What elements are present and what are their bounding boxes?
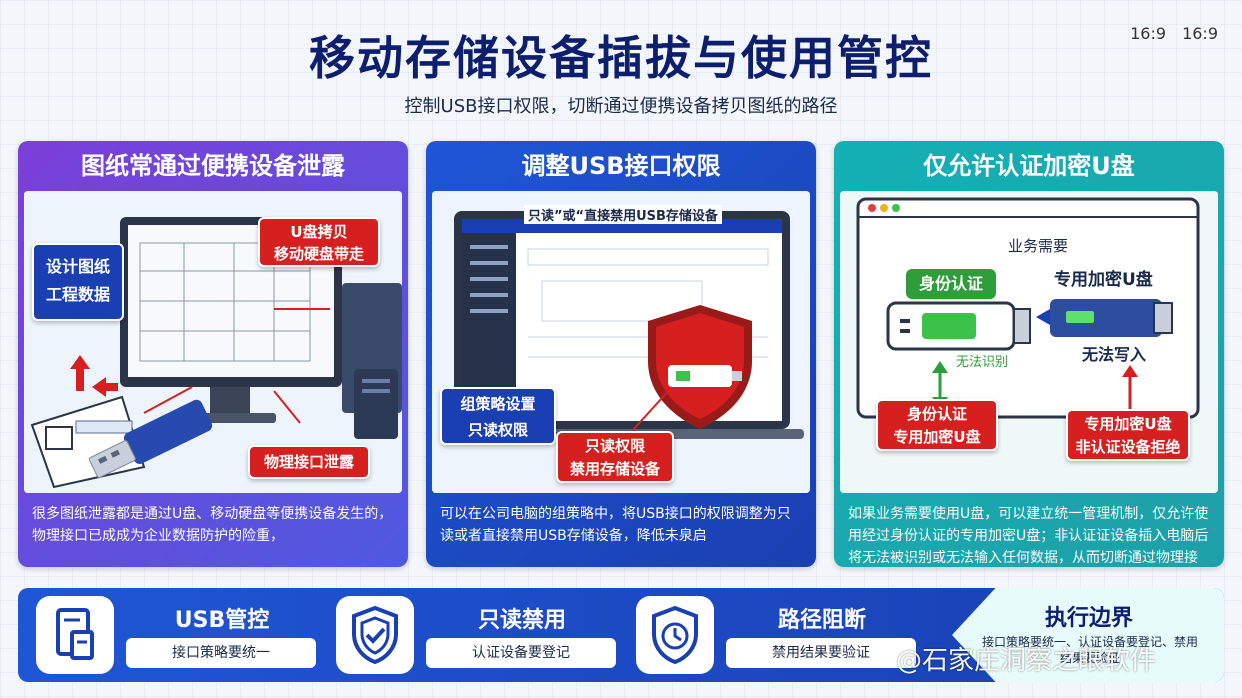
callout-line: 只读权限	[467, 421, 528, 439]
callout-line: 组策略设置	[460, 395, 536, 413]
policy-illustration: 只读”或“直接禁用USB存储设备 组策略设置 只读权限 只读权限 禁用存储设备	[432, 191, 810, 493]
shield-check-icon	[336, 596, 414, 674]
callout-line: 工程数据	[45, 285, 110, 304]
summary-path-block: 路径阻断 禁用结果要验证	[636, 596, 918, 674]
summary-sub: 禁用结果要验证	[726, 638, 916, 668]
callout-usb-copy: U盘拷贝 移动硬盘带走	[258, 217, 380, 267]
callout-line: 身份认证	[906, 405, 967, 423]
business-need-label: 业务需要	[1008, 237, 1069, 255]
callout-line: 非认证设备拒绝	[1075, 438, 1181, 456]
summary-strip: USB管控 接口策略要统一 只读禁用 认证设备要登记 路径阻断 禁用结果要验证 …	[18, 588, 1224, 682]
callout-reject-device: 专用加密U盘 非认证设备拒绝	[1066, 409, 1190, 461]
callout-line: 专用加密U盘	[893, 428, 981, 446]
panel-title: 图纸常通过便携设备泄露	[81, 152, 345, 180]
execution-boundary-title: 执行边界	[1044, 606, 1133, 631]
special-usb-label: 专用加密U盘	[1054, 270, 1153, 290]
callout-line: U盘拷贝	[290, 223, 348, 241]
cannot-write-label: 无法写入	[1082, 345, 1147, 364]
summary-sub: 认证设备要登记	[426, 638, 616, 668]
unrecognized-label: 无法识别	[956, 355, 1009, 370]
execution-boundary-sub: 接口策略要统一、认证设备要登记、禁用结果要验证	[981, 635, 1198, 665]
callout-line: 禁用存储设备	[569, 460, 660, 478]
panel-description: 可以在公司电脑的组策略中，将USB接口的权限调整为只读或者直接禁用USB存储设备…	[440, 506, 791, 544]
execution-boundary	[952, 588, 1224, 682]
screen-header-label: 只读”或“直接禁用USB存储设备	[524, 205, 722, 224]
callout-line: 专用加密U盘	[1084, 415, 1172, 433]
callout-group-policy: 组策略设置 只读权限	[440, 387, 556, 445]
callout-readonly: 只读权限 禁用存储设备	[556, 431, 674, 483]
page-subtitle: 控制USB接口权限，切断通过便携设备拷贝图纸的路径	[404, 96, 838, 117]
panel-encrypted-usb: 仅允许认证加密U盘	[834, 141, 1224, 567]
summary-sub: 接口策略要统一	[126, 638, 316, 668]
auth-badge: 身份认证	[906, 269, 996, 299]
aspect-ratio-label: 16:9 16:9	[1130, 24, 1218, 43]
panel-device-leak: 图纸常通过便携设备泄露	[18, 141, 408, 567]
page-title: 移动存储设备插拔与使用管控	[309, 31, 933, 85]
panel-description: 很多图纸泄露都是通过U盘、移动硬盘等便携设备发生的，物理接口已成成为企业数据防护…	[32, 506, 393, 544]
callout-line: 设计图纸	[45, 257, 110, 276]
callout-physical-leak: 物理接口泄露	[248, 445, 370, 479]
summary-label: 路径阻断	[777, 608, 866, 633]
panel-description: 如果业务需要使用U盘，可以建立统一管理机制，仅允许使用经过身份认证的专用加密U盘…	[848, 506, 1209, 566]
watermark: @石家庄洞察之眼软件	[896, 646, 1157, 676]
panel-title: 调整USB接口权限	[521, 152, 721, 180]
leak-illustration: 设计图纸 工程数据 U盘拷贝 移动硬盘带走 物理接口泄露	[24, 191, 402, 493]
ratio-text-2: 16:9	[1182, 24, 1218, 43]
callout-auth-usb: 身份认证 专用加密U盘	[876, 399, 998, 451]
summary-readonly: 只读禁用 认证设备要登记	[336, 596, 618, 674]
panel-title: 仅允许认证加密U盘	[923, 152, 1135, 180]
auth-illustration: 业务需要 身份认证 专用加密U盘 无法识别 无法写入 身份认证 专用加密U盘 专…	[840, 191, 1218, 493]
callout-line: 只读权限	[584, 437, 645, 455]
clock-shield-icon	[636, 596, 714, 674]
callout-design-data: 设计图纸 工程数据	[32, 243, 124, 321]
callout-line: 移动硬盘带走	[273, 245, 364, 263]
ratio-text-1: 16:9	[1130, 24, 1167, 43]
panel-usb-permission: 调整USB接口权限	[426, 141, 816, 567]
summary-usb-control: USB管控 接口策略要统一	[36, 596, 318, 674]
document-icon	[36, 596, 114, 674]
summary-label: 只读禁用	[477, 608, 566, 633]
summary-label: USB管控	[174, 608, 270, 633]
